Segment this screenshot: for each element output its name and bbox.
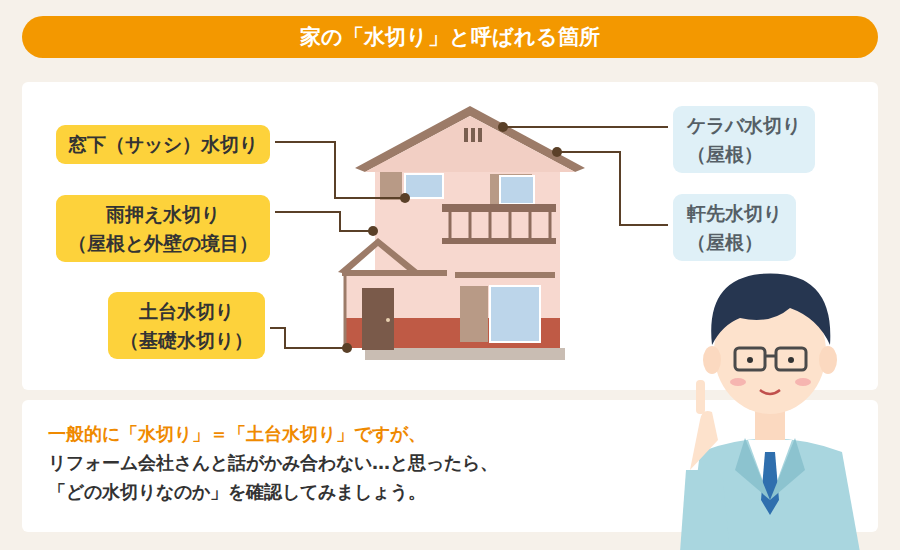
- label-box: 軒先水切り（屋根）: [673, 194, 796, 261]
- label-text: （基礎水切り）: [120, 326, 253, 355]
- presenter: [680, 274, 860, 550]
- leader-lines: [270, 127, 668, 348]
- label-text: 軒先水切り: [687, 199, 782, 228]
- label-text: （屋根）: [687, 228, 782, 257]
- label-box: 土台水切り（基礎水切り）: [108, 292, 265, 359]
- label-box: 雨押え水切り（屋根と外壁の境目）: [56, 195, 270, 262]
- label-text: 土台水切り: [120, 297, 253, 326]
- label-text: （屋根）: [687, 140, 801, 169]
- label-text: ケラバ水切り: [687, 111, 801, 140]
- label-box: 窓下（サッシ）水切り: [56, 125, 270, 164]
- label-text: 雨押え水切り: [68, 200, 258, 229]
- title: 家の「水切り」と呼ばれる箇所: [22, 16, 878, 58]
- label-text: （屋根と外壁の境目）: [68, 229, 258, 258]
- title-band: [22, 16, 878, 58]
- label-text: リフォーム会社さんと話がかみ合わない…と思ったら、: [48, 449, 498, 478]
- label-text: 一般的に「水切り」＝「土台水切り」ですが、: [48, 420, 498, 449]
- label-text: 窓下（サッシ）水切り: [68, 130, 258, 159]
- house: [338, 106, 585, 360]
- leader-dots: [342, 122, 562, 353]
- note-box: 一般的に「水切り」＝「土台水切り」ですが、リフォーム会社さんと話がかみ合わない……: [48, 420, 498, 506]
- label-text: 「どの水切りなのか」を確認してみましょう。: [48, 478, 498, 507]
- label-box: ケラバ水切り（屋根）: [673, 106, 815, 173]
